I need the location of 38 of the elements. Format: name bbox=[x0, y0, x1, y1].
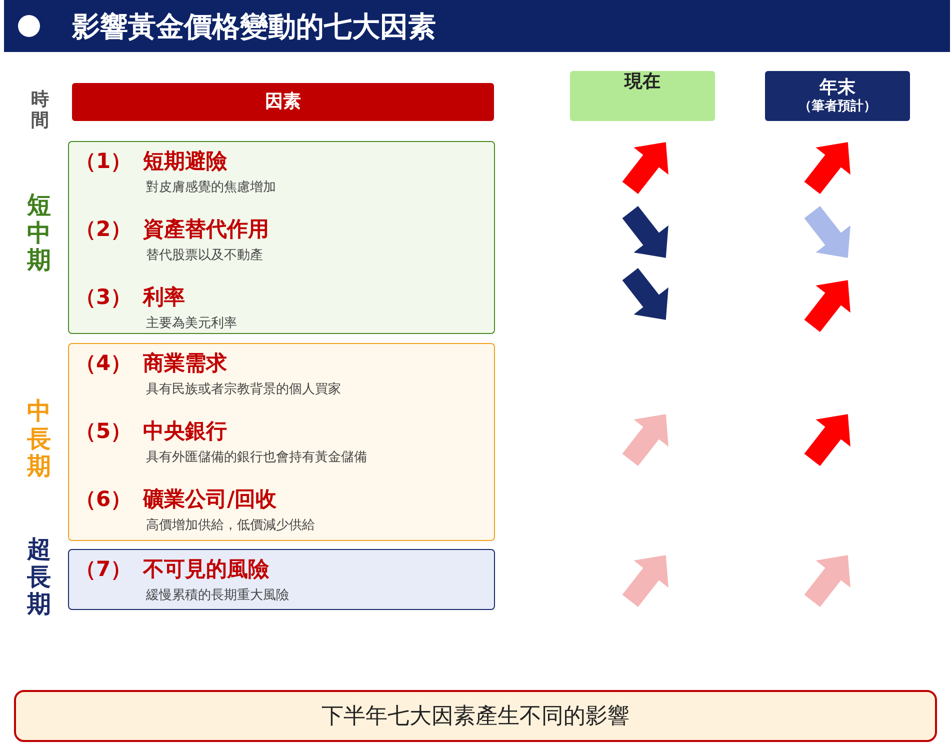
factor-group-box bbox=[68, 343, 495, 541]
factor-number: （3） bbox=[75, 284, 132, 311]
factor-number: （2） bbox=[75, 216, 132, 243]
factor-description: 替代股票以及不動產 bbox=[146, 247, 263, 264]
factor-description: 具有民族或者宗教背景的個人買家 bbox=[146, 381, 341, 398]
title: 影響黃金價格變動的七大因素 bbox=[72, 9, 436, 45]
factor-number: （6） bbox=[75, 486, 132, 513]
header-text: 因素 bbox=[265, 90, 301, 114]
factor-description: 具有外匯儲備的銀行也會持有黃金儲備 bbox=[146, 449, 367, 466]
time-period-label: 短中期 bbox=[26, 192, 52, 275]
factor-description: 主要為美元利率 bbox=[146, 315, 237, 332]
summary-box bbox=[14, 690, 937, 742]
factor-title: 中央銀行 bbox=[143, 418, 227, 445]
factor-number: （5） bbox=[75, 418, 132, 445]
summary-text: 下半年七大因素產生不同的影響 bbox=[322, 703, 630, 731]
factor-description: 高價增加供給，低價減少供給 bbox=[146, 517, 315, 534]
factor-group-box bbox=[68, 141, 495, 334]
factor-title: 礦業公司/回收 bbox=[143, 486, 277, 513]
factor-title: 短期避險 bbox=[143, 148, 227, 175]
factor-number: （1） bbox=[75, 148, 132, 175]
header-box bbox=[72, 83, 494, 121]
factor-description: 對皮膚感覺的焦慮增加 bbox=[146, 179, 276, 196]
factor-title: 資產替代作用 bbox=[143, 216, 269, 243]
header-box bbox=[765, 71, 910, 121]
factor-description: 緩慢累積的長期重大風險 bbox=[146, 587, 289, 604]
time-period-label: 中長期 bbox=[26, 398, 52, 481]
factor-number: （4） bbox=[75, 350, 132, 377]
time-period-label: 超長期 bbox=[26, 536, 52, 619]
factor-title: 利率 bbox=[143, 284, 185, 311]
factor-title: 不可見的風險 bbox=[143, 556, 269, 583]
factor-title: 商業需求 bbox=[143, 350, 227, 377]
column-header: 時間 bbox=[30, 90, 50, 132]
factor-number: （7） bbox=[75, 556, 132, 583]
header-box bbox=[570, 71, 715, 121]
header-note: （筆者預計） bbox=[798, 99, 876, 116]
factor-group-box bbox=[68, 549, 495, 610]
header-text: 現在 bbox=[624, 71, 660, 94]
header-text: 年末 bbox=[820, 76, 856, 98]
